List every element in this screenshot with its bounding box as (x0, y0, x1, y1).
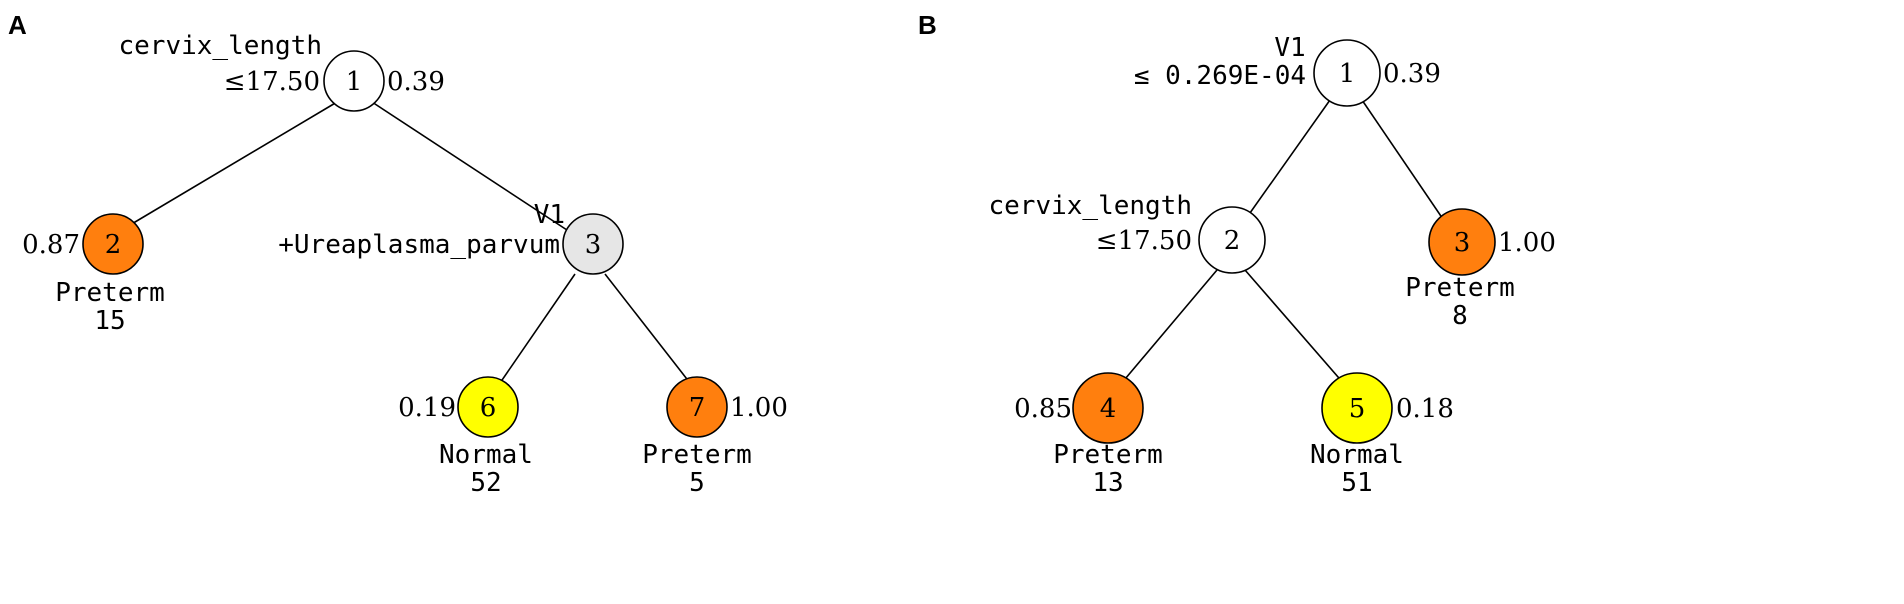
node-id: 3 (585, 230, 602, 260)
node-probability: 0.19 (398, 393, 456, 423)
tree-node-a2: 2 0.87 Preterm 15 (22, 213, 165, 336)
node-count: 15 (94, 306, 125, 336)
node-circle (1198, 206, 1266, 274)
node-id: 4 (1100, 394, 1117, 424)
tree-node-a1: cervix_length ≤17.50 1 0.39 (119, 31, 445, 112)
node-class: Normal (1310, 440, 1404, 470)
node-count: 5 (689, 468, 705, 498)
panel-a: A cervix_length ≤17.50 1 0.39 2 0.87 Pre… (8, 10, 788, 498)
node-probability: 0.39 (1383, 59, 1441, 89)
node-circle (666, 376, 728, 438)
node-count: 13 (1092, 468, 1123, 498)
edge-3-6 (499, 273, 576, 384)
tree-node-a3: V1 +Ureaplasma_parvum 3 (278, 200, 624, 275)
tree-node-b2: cervix_length ≤17.50 2 (989, 191, 1266, 274)
tree-node-b1: V1 ≤ 0.269E-04 1 0.39 (1134, 33, 1441, 107)
edge-3-7 (604, 273, 691, 384)
node-count: 8 (1452, 301, 1468, 331)
node-id: 3 (1454, 228, 1471, 258)
node-id: 2 (105, 230, 122, 260)
node-count: 52 (470, 468, 501, 498)
split-variable: V1 (1274, 33, 1305, 63)
node-id: 1 (1339, 59, 1356, 89)
node-class: Normal (439, 440, 533, 470)
node-circle (562, 213, 624, 275)
node-probability: 0.85 (1014, 394, 1072, 424)
node-id: 7 (689, 393, 706, 423)
node-probability: 0.87 (22, 230, 80, 260)
edge-2-4 (1119, 269, 1218, 386)
split-condition: ≤17.50 (224, 67, 320, 97)
node-probability: 1.00 (730, 393, 788, 423)
node-id: 5 (1349, 394, 1366, 424)
tree-node-b3: 3 1.00 Preterm 8 (1405, 208, 1556, 331)
node-class: Preterm (1405, 273, 1515, 303)
panel-b: B V1 ≤ 0.269E-04 1 0.39 cervix_length ≤1… (918, 10, 1556, 498)
node-circle (1428, 208, 1496, 276)
node-id: 6 (480, 393, 497, 423)
edge-1-3 (371, 101, 571, 233)
node-class: Preterm (55, 278, 165, 308)
node-circle (323, 50, 385, 112)
edge-1-3 (1361, 99, 1448, 226)
node-probability: 0.18 (1396, 394, 1454, 424)
node-id: 1 (346, 67, 363, 97)
split-condition: ≤ 0.269E-04 (1134, 61, 1306, 91)
node-circle (1072, 372, 1144, 444)
node-circle (1321, 372, 1393, 444)
split-condition: ≤17.50 (1096, 226, 1192, 256)
tree-node-b5: 5 0.18 Normal 51 (1310, 372, 1454, 498)
tree-node-a6: 6 0.19 Normal 52 (398, 376, 533, 498)
node-class: Preterm (642, 440, 752, 470)
edge-1-2 (1244, 99, 1331, 221)
node-circle (1313, 39, 1381, 107)
split-variable: V1 (534, 200, 565, 230)
node-probability: 1.00 (1498, 228, 1556, 258)
split-condition: +Ureaplasma_parvum (278, 230, 560, 260)
tree-node-a7: 7 1.00 Preterm 5 (642, 376, 788, 498)
panel-a-label: A (8, 10, 27, 40)
split-variable: cervix_length (119, 31, 323, 61)
node-circle (82, 213, 144, 275)
edge-1-2 (129, 101, 338, 226)
node-id: 2 (1224, 226, 1241, 256)
node-count: 51 (1341, 468, 1372, 498)
edge-2-5 (1244, 269, 1346, 386)
node-circle (457, 376, 519, 438)
node-probability: 0.39 (387, 67, 445, 97)
tree-node-b4: 4 0.85 Preterm 13 (1014, 372, 1163, 498)
node-class: Preterm (1053, 440, 1163, 470)
panel-b-label: B (918, 10, 937, 40)
split-variable: cervix_length (989, 191, 1193, 221)
